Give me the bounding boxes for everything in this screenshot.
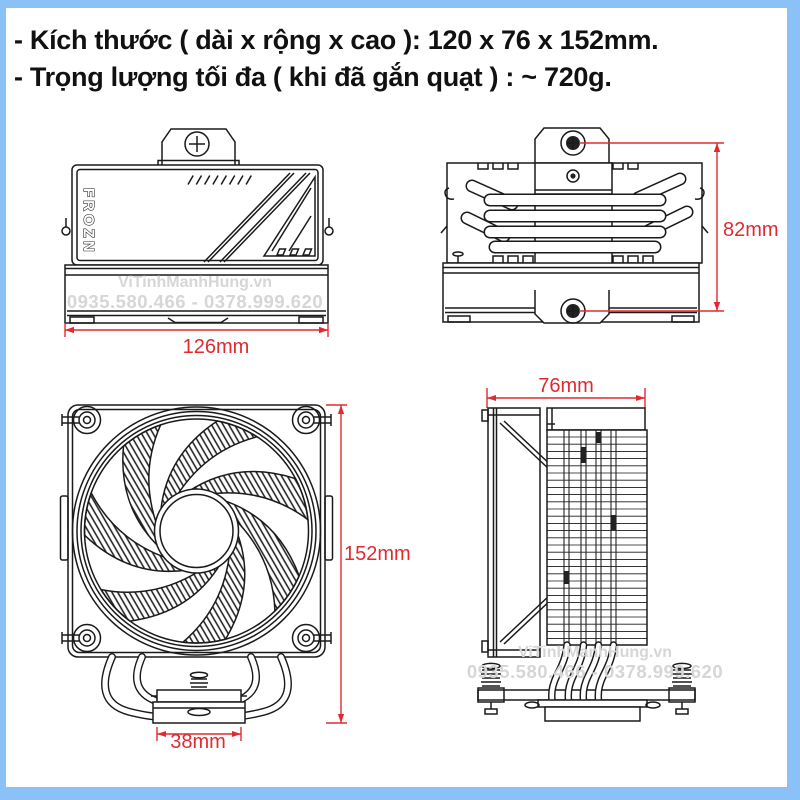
watermark-bottom: ViTinhManhHung.vn 0935.580.466 - 0378.99… — [465, 644, 725, 682]
fan-hub — [153, 488, 240, 574]
watermark-top: ViTinhManhHung.vn 0935.580.466 - 0378.99… — [65, 274, 325, 312]
bracket-screw-top — [566, 169, 580, 183]
dim-label-82mm: 82mm — [723, 219, 779, 241]
base-top-plate — [537, 699, 648, 708]
heatsink-top-cover — [546, 407, 646, 431]
base-plate — [156, 689, 242, 703]
dim-label-152mm: 152mm — [344, 543, 411, 565]
dim-label-126mm: 126mm — [182, 336, 250, 358]
spring-screw-left — [481, 662, 501, 715]
dim-label-76mm: 76mm — [538, 375, 594, 397]
base-block — [152, 701, 246, 724]
watermark-phone: 0935.580.466 - 0378.999.620 — [66, 290, 324, 312]
mount-tab — [161, 128, 236, 165]
fan-clip-left — [61, 226, 71, 236]
brand-logo: FROZN — [80, 188, 97, 255]
spec-header: - Kích thước ( dài x rộng x cao ): 120 x… — [14, 22, 784, 96]
side-tab-right — [324, 495, 334, 561]
side-view-drawing — [477, 388, 696, 722]
spring-screw — [190, 678, 208, 692]
phillips-screw-icon — [184, 131, 210, 157]
fan-corner-screws — [61, 405, 332, 653]
spec-weight-line: - Trọng lượng tối đa ( khi đã gắn quạt )… — [14, 62, 612, 92]
vent-dashes — [187, 175, 252, 185]
watermark-site: ViTinhManhHung.vn — [117, 274, 273, 291]
fan-clip-right — [324, 226, 334, 236]
dim-label-38mm: 38mm — [170, 731, 226, 753]
front-view-fan-drawing — [59, 404, 347, 741]
top-view-rear-drawing — [440, 127, 724, 324]
watermark-phone: 0935.580.466 - 0378.999.620 — [466, 660, 724, 682]
spring-screw-right — [672, 662, 692, 715]
spec-dimensions-line: - Kích thước ( dài x rộng x cao ): 120 x… — [14, 25, 659, 55]
side-tab-left — [59, 495, 69, 561]
watermark-site: ViTinhManhHung.vn — [517, 644, 673, 661]
fan-blades — [83, 420, 309, 644]
heatpipe-columns — [563, 430, 617, 645]
base-block-side — [544, 706, 641, 722]
heatpipes — [483, 193, 667, 254]
top-view-front-drawing: FROZN — [61, 128, 334, 337]
